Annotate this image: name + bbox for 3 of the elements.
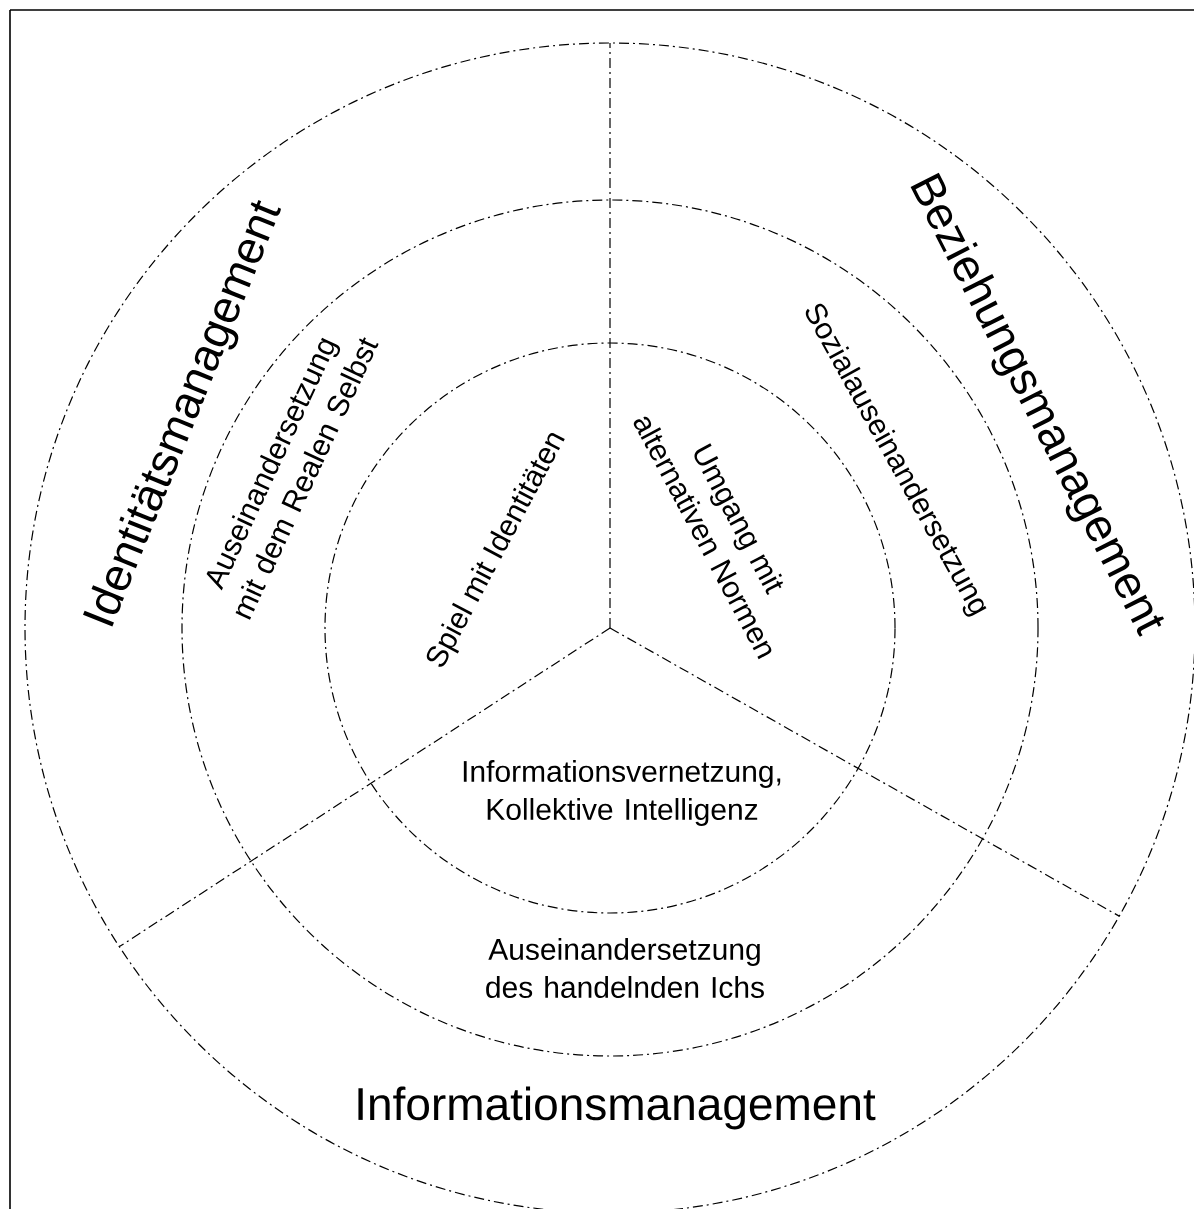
sector-label: Informationsvernetzung, Kollektive Intelligenz [463, 760, 781, 826]
sector-label: Auseinandersetzung des handelnden Ichs [486, 938, 764, 998]
sector-label: Informationsmanagement [358, 1086, 876, 1130]
